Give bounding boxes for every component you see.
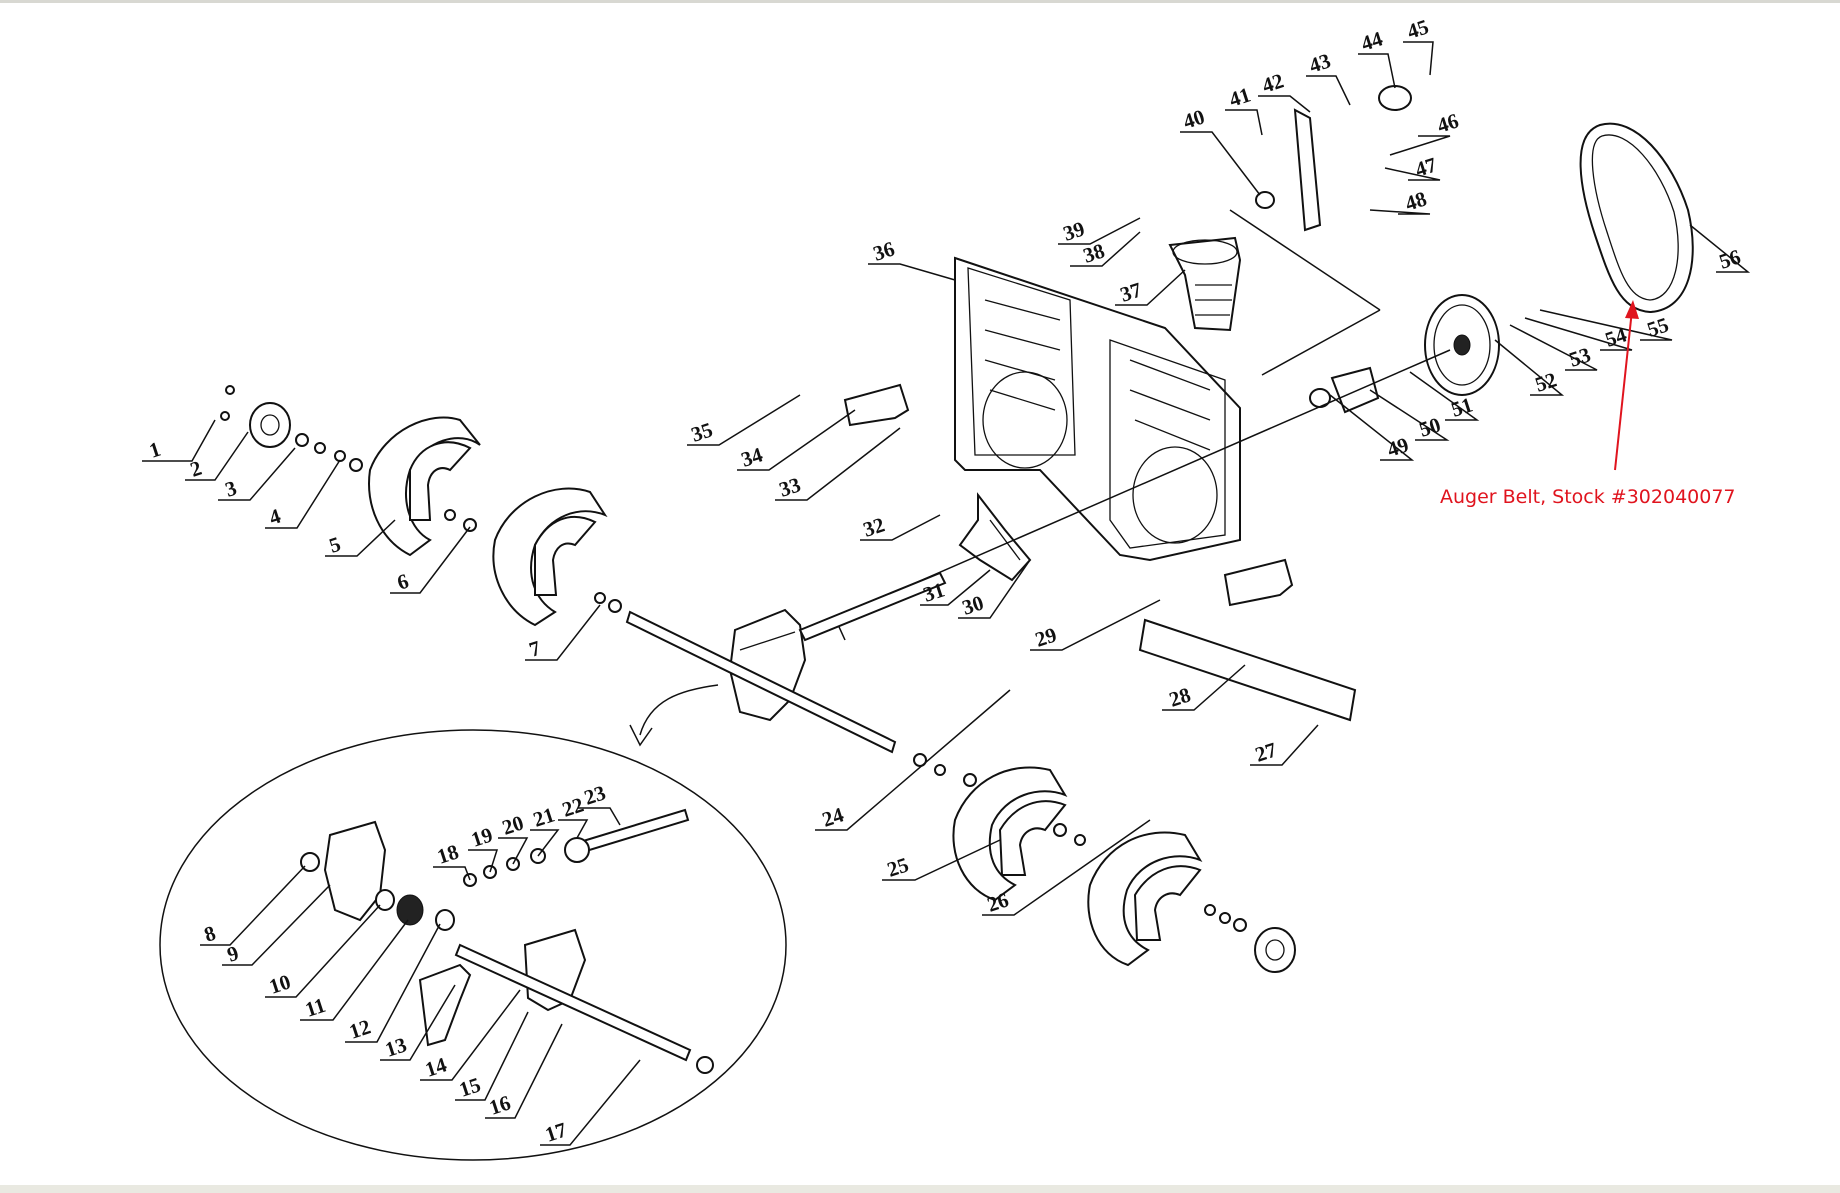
part-label-44: 44 <box>1358 26 1386 55</box>
part-label-20: 20 <box>499 810 526 839</box>
part-label-17: 17 <box>542 1117 569 1146</box>
right-hardware <box>913 753 1247 932</box>
input-shaft <box>798 571 947 642</box>
part-label-15: 15 <box>456 1072 483 1101</box>
part-44-cap <box>1378 85 1412 111</box>
bottom-bar <box>0 1185 1840 1193</box>
part-label-34: 34 <box>738 442 766 471</box>
part-label-27: 27 <box>1252 737 1279 766</box>
part-label-33: 33 <box>776 472 803 501</box>
part-label-49: 49 <box>1384 432 1411 461</box>
part-label-12: 12 <box>346 1014 373 1043</box>
part-label-41: 41 <box>1226 82 1253 111</box>
part-label-22: 22 <box>559 792 586 821</box>
impeller <box>958 492 1032 582</box>
part-label-54: 54 <box>1602 322 1630 351</box>
annotation-arrow <box>1614 300 1639 471</box>
bearing-housing <box>1330 366 1380 414</box>
part-label-56: 56 <box>1716 244 1743 273</box>
part-label-42: 42 <box>1259 68 1286 97</box>
part-label-47: 47 <box>1412 152 1439 181</box>
part-label-25: 25 <box>884 852 911 881</box>
part-label-32: 32 <box>860 512 887 541</box>
part-label-21: 21 <box>530 802 557 831</box>
detail-ellipse <box>159 729 787 1161</box>
part-label-51: 51 <box>1448 392 1475 421</box>
top-border <box>0 0 1840 3</box>
auger-pulley <box>1424 294 1500 396</box>
part-label-36: 36 <box>870 236 897 265</box>
part-label-8: 8 <box>201 921 218 947</box>
auger-housing <box>954 256 1241 562</box>
part-label-40: 40 <box>1180 104 1207 133</box>
part-label-50: 50 <box>1416 412 1443 441</box>
part-label-35: 35 <box>688 417 715 446</box>
part-label-2: 2 <box>187 456 204 482</box>
part-label-45: 45 <box>1404 14 1431 43</box>
part-label-1: 1 <box>146 437 163 463</box>
part-label-24: 24 <box>819 802 847 831</box>
scraper-bar <box>1138 618 1357 722</box>
part-label-29: 29 <box>1032 622 1059 651</box>
part-label-48: 48 <box>1402 186 1429 215</box>
part-label-39: 39 <box>1060 216 1087 245</box>
part-label-16: 16 <box>486 1090 513 1119</box>
auger-right <box>952 766 1203 967</box>
part-label-53: 53 <box>1566 342 1593 371</box>
part-label-52: 52 <box>1532 367 1559 396</box>
auger-belt-callout: Auger Belt, Stock #302040077 <box>1440 486 1736 508</box>
part-label-18: 18 <box>434 839 461 868</box>
leader-lines <box>142 41 1751 1146</box>
part-label-13: 13 <box>382 1032 409 1061</box>
part-label-46: 46 <box>1434 108 1461 137</box>
chute-bracket <box>1293 108 1322 232</box>
part-label-5: 5 <box>326 532 343 558</box>
part-label-28: 28 <box>1166 682 1193 711</box>
part-label-6: 6 <box>394 569 411 595</box>
part-label-10: 10 <box>266 969 293 998</box>
auger-left <box>368 416 608 627</box>
skid-shoe-left <box>843 383 910 427</box>
left-hardware <box>220 385 622 613</box>
left-hub <box>249 402 291 448</box>
skid-shoe-right <box>1223 558 1294 607</box>
detail-arrow <box>639 684 719 736</box>
part-label-14: 14 <box>422 1052 450 1081</box>
auger-shaft <box>625 610 897 754</box>
part-label-38: 38 <box>1080 238 1107 267</box>
part-label-4: 4 <box>266 504 284 530</box>
part-label-19: 19 <box>468 822 495 851</box>
part-label-11: 11 <box>302 993 328 1022</box>
discharge-chute <box>1168 236 1242 332</box>
part-label-9: 9 <box>224 941 241 967</box>
part-40-nut <box>1255 191 1275 209</box>
part-label-37: 37 <box>1117 277 1144 306</box>
auger-belt <box>1579 122 1694 314</box>
right-hub <box>1254 927 1296 973</box>
part-label-7: 7 <box>526 636 543 662</box>
part-label-55: 55 <box>1644 312 1671 341</box>
part-label-30: 30 <box>959 590 986 619</box>
part-label-43: 43 <box>1306 48 1333 77</box>
part-label-3: 3 <box>222 476 239 502</box>
part-label-23: 23 <box>581 780 608 809</box>
